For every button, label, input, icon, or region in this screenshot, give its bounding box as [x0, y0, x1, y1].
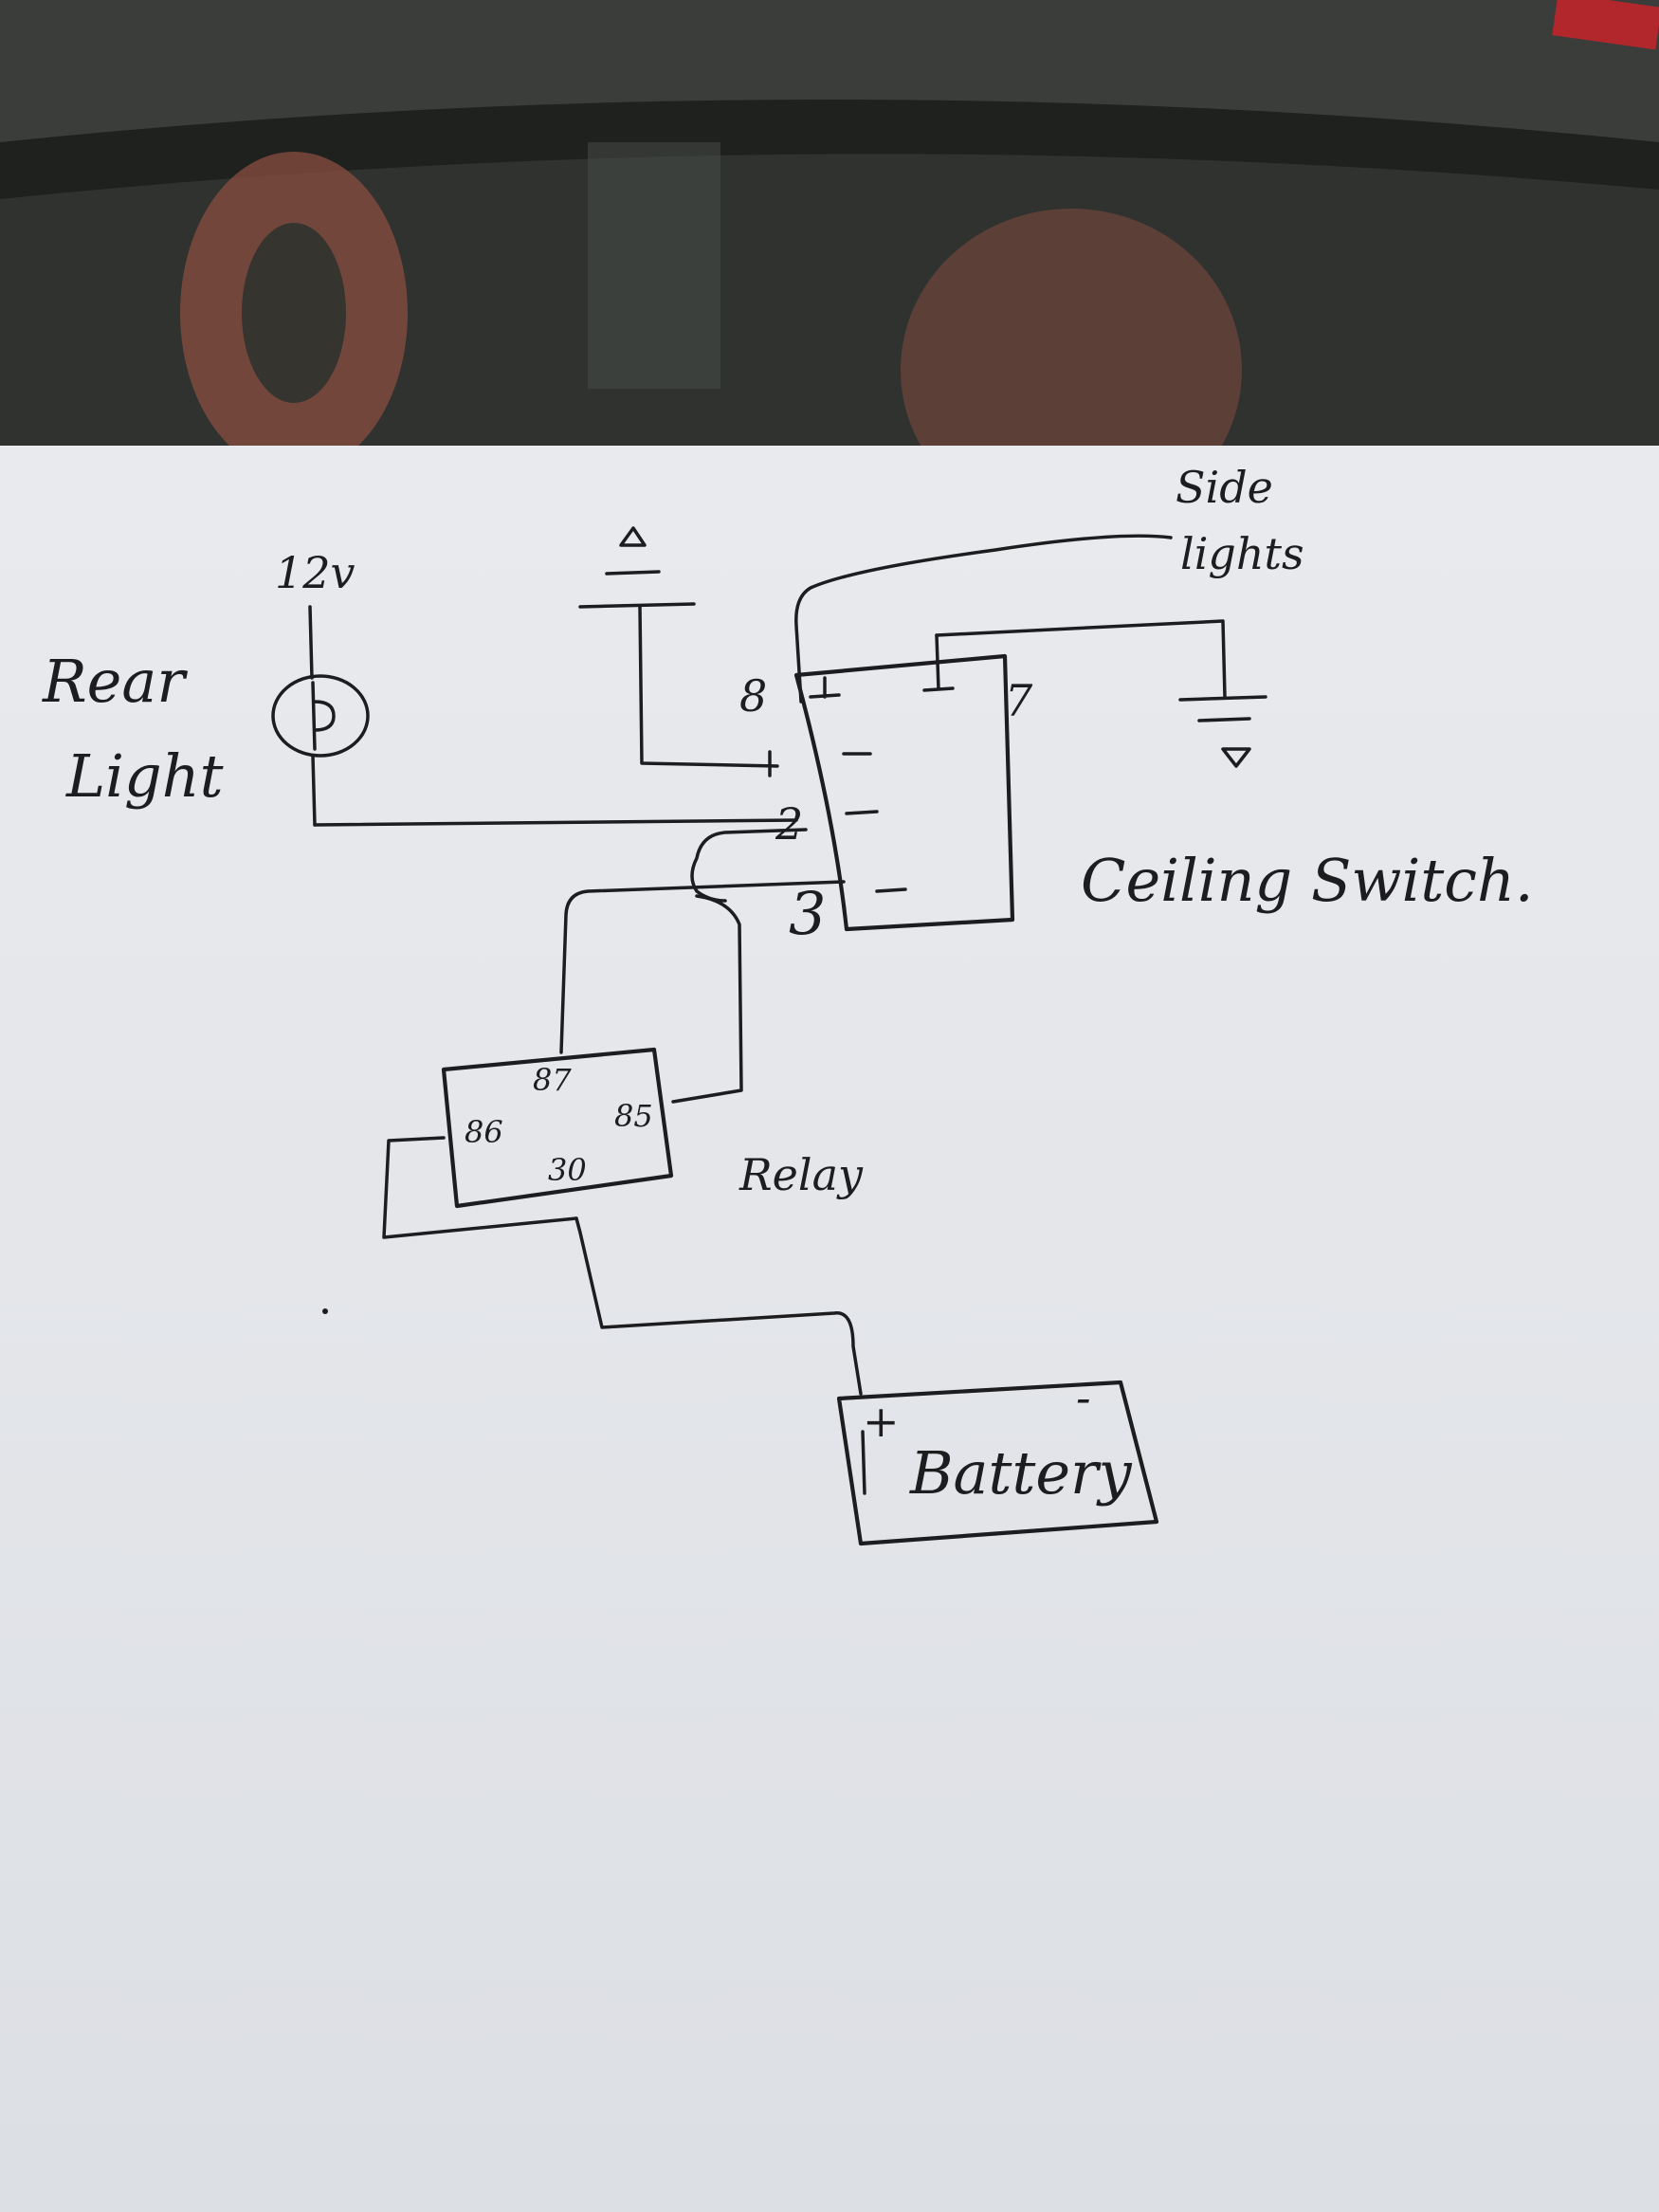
rear-light-lamp	[271, 605, 370, 827]
earth-symbol-top	[578, 526, 779, 768]
side-label-line2: lights	[1180, 528, 1304, 579]
relay-terminal-86: 86	[465, 1114, 503, 1150]
switch-terminal-7: 7	[1005, 675, 1033, 726]
paper-sheet	[0, 446, 1659, 2212]
ceiling-switch	[768, 633, 1015, 932]
switch-terminal-8: 8	[739, 670, 767, 722]
earth-symbol-right	[935, 619, 1267, 768]
relay	[382, 1047, 863, 1396]
switch-to-relay-87-wire	[559, 880, 846, 1054]
relay-terminal-87: 87	[533, 1062, 572, 1098]
switch-label: Ceiling Switch.	[1081, 846, 1534, 915]
battery-negative: -	[1076, 1372, 1091, 1423]
switch-terminal-2: 2	[775, 798, 803, 850]
relay-terminal-85: 85	[614, 1098, 653, 1134]
lamp-label-line1: Rear	[42, 647, 188, 716]
relay-label: Relay	[738, 1149, 864, 1200]
relay-30-to-battery-wire	[574, 1216, 863, 1396]
side-label-line1: Side	[1176, 462, 1273, 513]
battery	[836, 1380, 1159, 1546]
lamp-to-switch-wire	[313, 818, 798, 827]
switch-terminal-3: 3	[789, 879, 826, 948]
relay-terminal-30: 30	[548, 1152, 587, 1188]
battery-positive: +	[863, 1396, 900, 1447]
supply-label: 12v	[275, 547, 356, 598]
photo-backdrop	[0, 0, 1659, 455]
lamp-label-line2: Light	[65, 741, 224, 811]
switch-to-relay-85-wire	[671, 894, 743, 1104]
side-lights-wire	[794, 534, 1173, 704]
battery-label: Battery	[909, 1438, 1133, 1508]
relay-86-to-30-loop	[382, 1136, 578, 1239]
ink-dot	[322, 1308, 328, 1314]
